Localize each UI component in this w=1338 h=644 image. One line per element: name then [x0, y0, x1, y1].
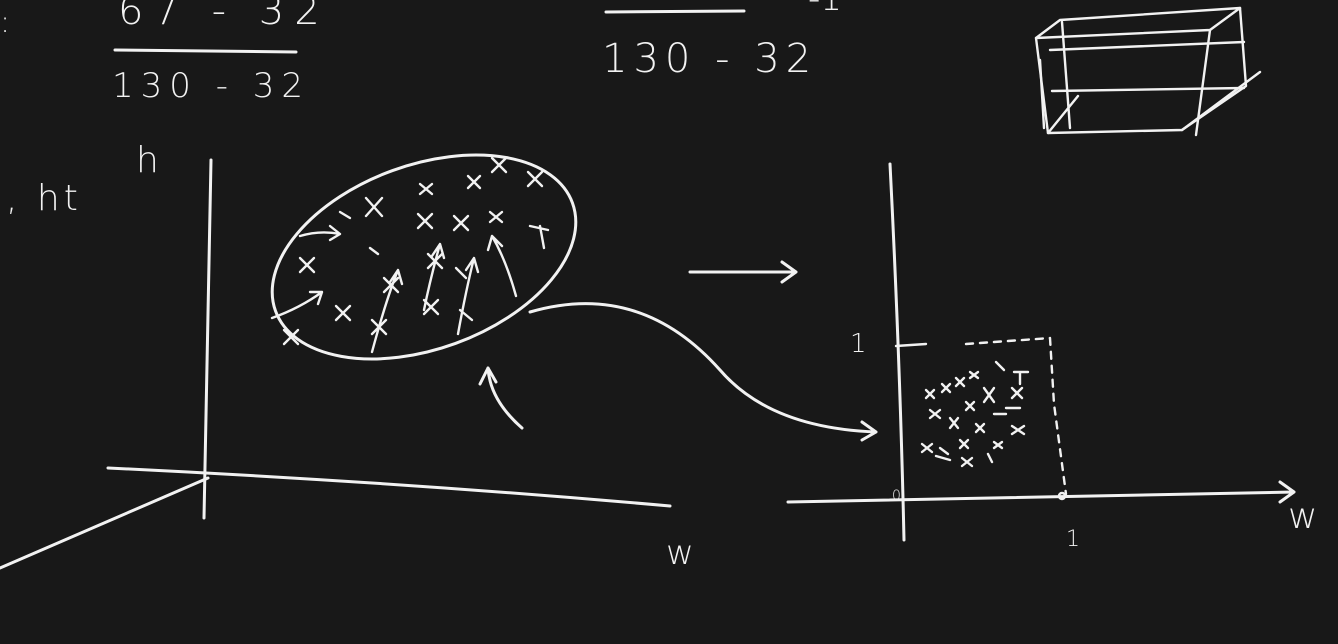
left-x-axis	[106, 466, 672, 508]
right-x-tick	[1057, 491, 1067, 501]
fraction-left-bar	[113, 48, 298, 54]
left-edge-colon: :	[0, 5, 10, 40]
ellipse-arrow-4	[456, 256, 480, 336]
ellipse-arrow-6	[298, 224, 342, 242]
left-plot: h w	[0, 140, 694, 573]
right-x-label: w	[1288, 496, 1317, 537]
fraction-left-numerator: 67 - 32	[118, 0, 330, 34]
pointer-arrow-up	[478, 366, 524, 430]
fraction-left: 67 - 32 130 - 32	[112, 0, 330, 106]
right-x-axis	[786, 480, 1296, 504]
right-plot: w 1 1 0	[786, 162, 1317, 552]
fraction-middle-denominator: 130 - 32	[602, 36, 817, 82]
fraction-left-denominator: 130 - 32	[112, 66, 310, 106]
fraction-middle-bar	[604, 9, 746, 14]
fraction-middle: 130 - 32 -1	[602, 0, 842, 82]
left-x-label: w	[666, 533, 694, 573]
fraction-middle-suffix: -1	[808, 0, 842, 19]
left-edge-text: , ht	[6, 178, 82, 219]
right-origin-label: 0	[892, 488, 901, 504]
left-z-axis	[0, 476, 210, 570]
right-y-tick	[894, 342, 928, 348]
ellipse-arrow-3	[422, 242, 446, 312]
left-y-axis	[202, 158, 213, 520]
data-points-original	[282, 156, 550, 346]
data-points-scaled	[920, 360, 1030, 468]
transform-arrow-straight	[688, 260, 798, 284]
data-cluster-ellipse	[270, 153, 578, 361]
unit-square-dashed	[964, 336, 1068, 496]
transform-arrow-curved	[528, 302, 878, 442]
right-y-tick-label: 1	[850, 329, 867, 359]
ellipse-arrow-2	[370, 268, 404, 354]
right-x-tick-label: 1	[1066, 527, 1080, 552]
ellipse-arrow-1	[270, 290, 324, 320]
box-sketch	[1034, 6, 1262, 137]
left-y-label: h	[136, 140, 159, 181]
ellipse-arrow-5	[486, 234, 518, 298]
right-y-axis	[888, 162, 906, 542]
